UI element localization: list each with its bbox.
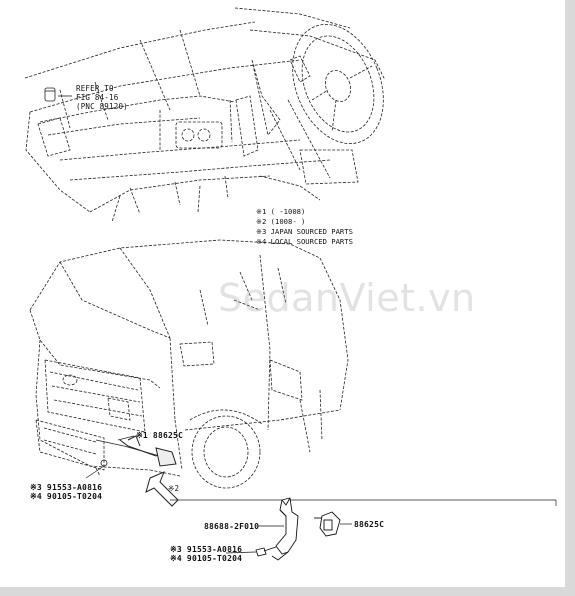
note-4: ※4 LOCAL SOURCED PARTS xyxy=(256,237,353,246)
watermark: SedanViet.vn xyxy=(218,276,476,320)
label-mark-2: ※2 xyxy=(168,484,180,493)
reference-line-2: FIG 84-16 xyxy=(76,93,119,102)
label-bolt-van-3: ※3 91553-A0816 xyxy=(30,483,103,492)
label-bolt-detail-3: ※3 91553-A0816 xyxy=(170,545,243,554)
diagram-paper: REFER TO FIG 84-16 (PNC 89120) ※1 ( -100… xyxy=(0,0,565,587)
label-sensor-detail: 88625C xyxy=(354,520,385,529)
dashboard-illustration xyxy=(24,7,386,223)
reference-line-3: (PNC 89120) xyxy=(76,102,128,111)
label-bolt-detail-4: ※4 90105-T0204 xyxy=(170,554,243,563)
note-1: ※1 ( -1008) xyxy=(256,207,306,216)
reference-line-1: REFER TO xyxy=(76,84,114,93)
label-bracket: 88688-2F010 xyxy=(204,522,260,531)
detail-parts-illustration xyxy=(225,497,352,561)
label-bolt-van-4: ※4 90105-T0204 xyxy=(30,492,103,501)
label-sensor-van: ※1 88625C xyxy=(136,431,184,440)
note-2: ※2 (1008- ) xyxy=(256,217,306,226)
note-3: ※3 JAPAN SOURCED PARTS xyxy=(256,227,353,236)
van-illustration xyxy=(29,239,557,507)
